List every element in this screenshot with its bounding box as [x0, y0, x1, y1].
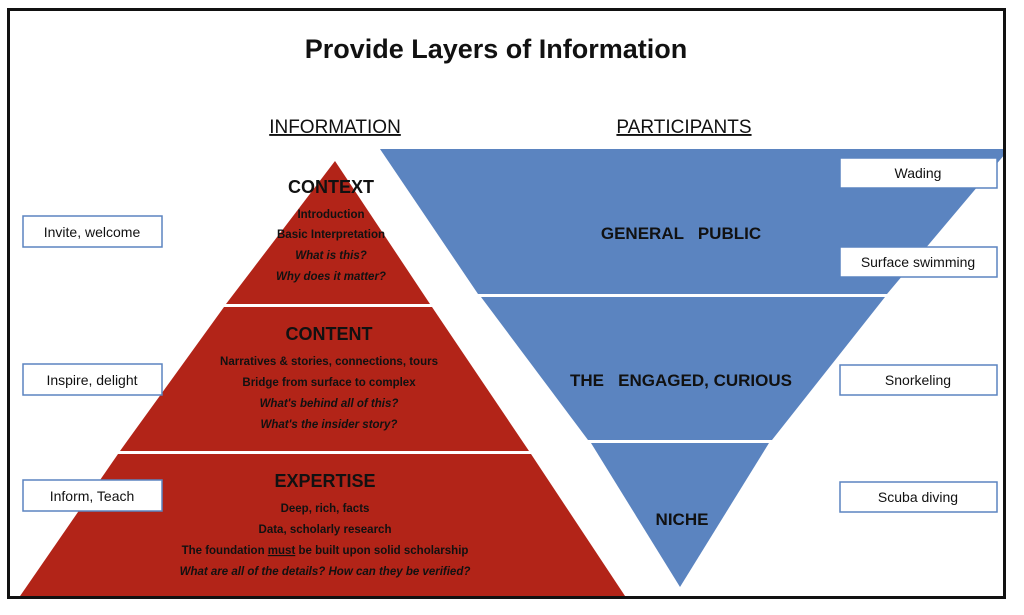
content-question: What's the insider story? [261, 419, 398, 431]
content-heading: CONTENT [286, 324, 373, 344]
participant-box-surface [839, 246, 998, 278]
expertise-heading: EXPERTISE [274, 471, 375, 491]
context-question: Why does it matter? [276, 271, 386, 283]
content-line: Narratives & stories, connections, tours [220, 356, 438, 368]
expertise-line: Data, scholarly research [259, 524, 392, 536]
goal-label: Invite, welcome [44, 224, 141, 240]
goal-box-inspire [22, 363, 163, 396]
participant-label: Snorkeling [885, 372, 951, 388]
engaged-curious-label: THE ENGAGED, CURIOUS [570, 371, 792, 390]
participant-label: Surface swimming [861, 254, 975, 270]
context-line: Introduction [297, 209, 364, 221]
participant-label: Scuba diving [878, 489, 958, 505]
expertise-line: Deep, rich, facts [281, 503, 370, 515]
participant-box-wading [839, 157, 998, 189]
participant-box-scuba [839, 481, 998, 513]
information-pyramid [20, 161, 626, 596]
expertise-foundation-line: The foundation must be built upon solid … [182, 545, 469, 557]
goal-label: Inform, Teach [50, 488, 135, 504]
context-line: Basic Interpretation [277, 229, 385, 241]
goal-box-invite [22, 215, 163, 248]
diagram-frame: Provide Layers of Information INFORMATIO… [7, 8, 1006, 599]
goal-box-inform [22, 479, 163, 512]
general-public-label: GENERAL PUBLIC [601, 224, 761, 243]
diagram-title: Provide Layers of Information [305, 34, 688, 64]
participant-label: Wading [895, 165, 942, 181]
expertise-question: What are all of the details? How can the… [180, 566, 471, 578]
context-heading: CONTEXT [288, 177, 374, 197]
participants-column-header: PARTICIPANTS [616, 117, 751, 138]
niche-label: NICHE [656, 510, 709, 529]
content-question: What's behind all of this? [260, 398, 399, 410]
participant-box-snorkeling [839, 364, 998, 396]
funnel-layer-engaged [481, 297, 885, 440]
context-question: What is this? [295, 250, 367, 262]
layers-diagram: Provide Layers of Information INFORMATIO… [20, 34, 1003, 596]
goal-label: Inspire, delight [46, 372, 137, 388]
pyramid-layer-content [120, 307, 529, 451]
pyramid-layer-context [226, 161, 430, 304]
funnel-layer-niche [591, 443, 769, 587]
pyramid-layer-expertise [20, 454, 626, 596]
foundation-emphasis: must [268, 545, 296, 557]
content-line: Bridge from surface to complex [242, 377, 416, 389]
information-column-header: INFORMATION [269, 117, 401, 138]
